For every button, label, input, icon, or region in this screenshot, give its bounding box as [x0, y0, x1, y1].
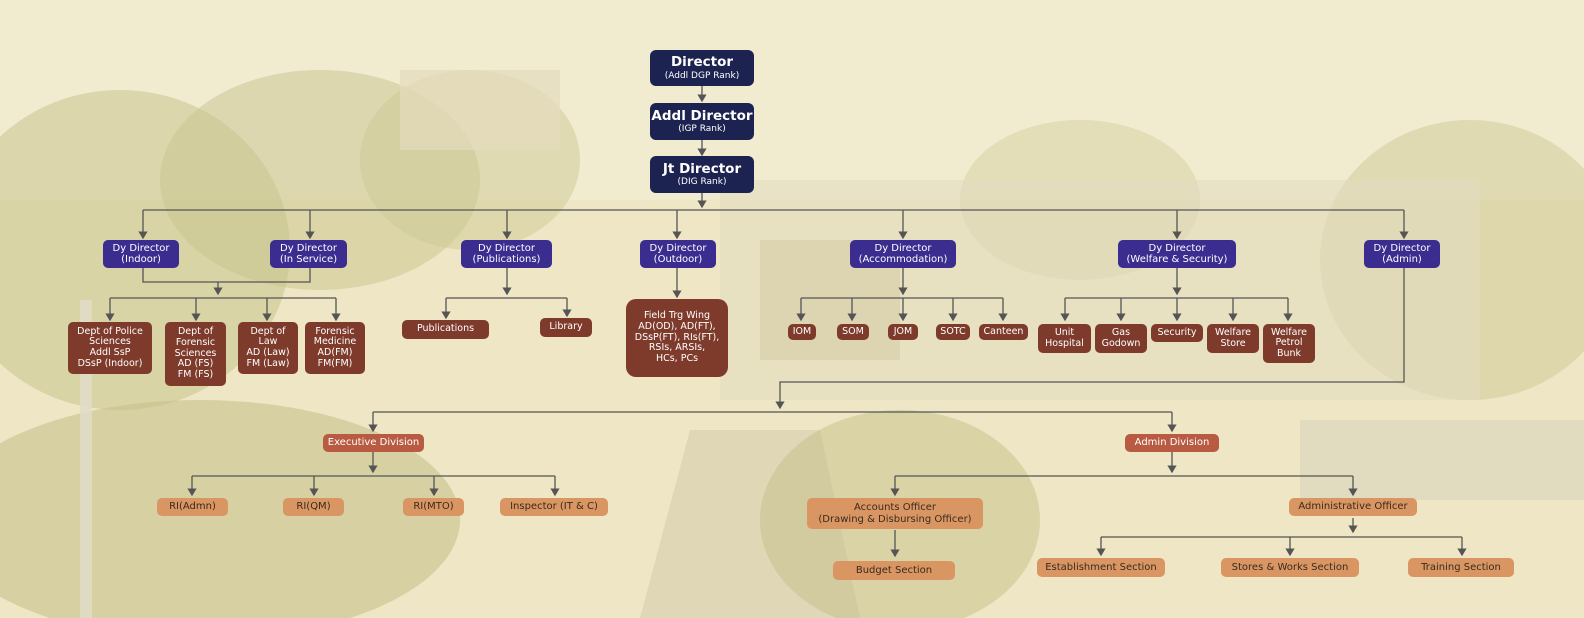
welfare-store: Welfare Store [1207, 324, 1259, 353]
director-rank: (Addl DGP Rank) [664, 70, 740, 81]
stores-works-section: Stores & Works Section [1221, 558, 1359, 577]
jt-director-rank: (DIG Rank) [677, 177, 727, 188]
establishment-section: Establishment Section [1037, 558, 1165, 577]
field-training-wing: Field Trg Wing AD(OD), AD(FT), DSsP(FT),… [626, 299, 728, 377]
welfare-petrol-bunk: Welfare Petrol Bunk [1263, 324, 1315, 363]
director-box: Director (Addl DGP Rank) [650, 50, 754, 86]
dept-forensic-sciences: Dept of Forensic Sciences AD (FS) FM (FS… [165, 322, 226, 386]
welfare-gas-godown: Gas Godown [1095, 324, 1147, 353]
welfare-security: Security [1151, 324, 1203, 342]
accommodation-jom: JOM [888, 324, 918, 340]
jt-director-box: Jt Director (DIG Rank) [650, 156, 754, 193]
budget-section: Budget Section [833, 561, 955, 580]
addl-director-rank: (IGP Rank) [678, 124, 726, 135]
dy-director-admin: Dy Director (Admin) [1364, 240, 1440, 268]
dy-director-in-service: Dy Director (In Service) [270, 240, 347, 268]
ri-qm: RI(QM) [283, 498, 344, 516]
welfare-unit-hospital: Unit Hospital [1038, 324, 1091, 353]
forensic-medicine: Forensic Medicine AD(FM) FM(FM) [305, 322, 365, 374]
dy-director-welfare-security: Dy Director (Welfare & Security) [1118, 240, 1236, 268]
accounts-officer: Accounts Officer (Drawing & Disbursing O… [807, 498, 983, 529]
publications-unit: Publications [402, 320, 489, 339]
admin-division: Admin Division [1125, 434, 1219, 452]
dy-director-outdoor: Dy Director (Outdoor) [640, 240, 716, 268]
accommodation-som: SOM [837, 324, 869, 340]
executive-division: Executive Division [323, 434, 424, 452]
dy-director-accommodation: Dy Director (Accommodation) [850, 240, 956, 268]
dept-of-law: Dept of Law AD (Law) FM (Law) [238, 322, 298, 374]
library-unit: Library [540, 318, 592, 337]
dept-police-sciences: Dept of Police Sciences Addl SsP DSsP (I… [68, 322, 152, 374]
ri-admn: RI(Admn) [157, 498, 228, 516]
accommodation-canteen: Canteen [979, 324, 1028, 340]
ri-mto: RI(MTO) [403, 498, 464, 516]
accommodation-sotc: SOTC [936, 324, 970, 340]
jt-director-title: Jt Director [662, 160, 742, 177]
inspector-it-c: Inspector (IT & C) [500, 498, 608, 516]
director-title: Director [670, 54, 734, 71]
addl-director-box: Addl Director (IGP Rank) [650, 103, 754, 140]
dy-director-publications: Dy Director (Publications) [461, 240, 552, 268]
addl-director-title: Addl Director [651, 107, 753, 124]
administrative-officer: Administrative Officer [1289, 498, 1417, 516]
dy-director-indoor: Dy Director (Indoor) [103, 240, 179, 268]
training-section: Training Section [1408, 558, 1514, 577]
accommodation-iom: IOM [788, 324, 816, 340]
